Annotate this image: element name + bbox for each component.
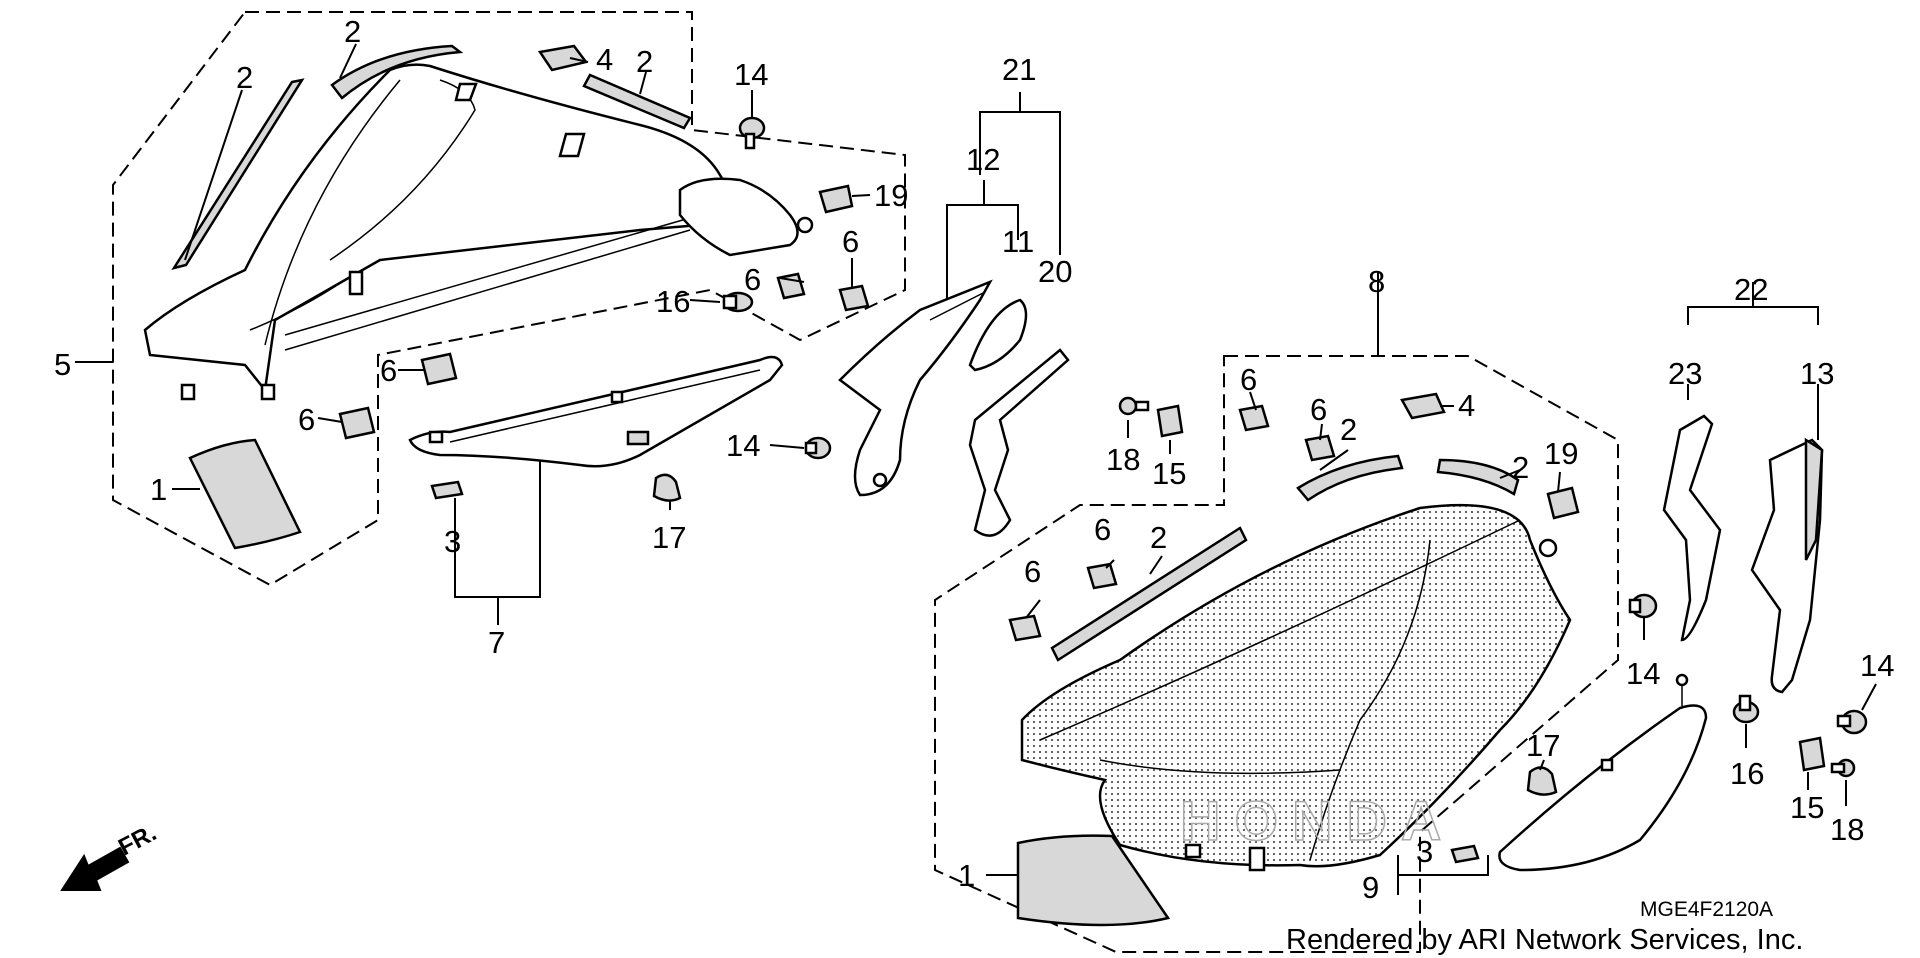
left-cowl-group [75,11,906,587]
clip-17b [1526,766,1558,796]
clip-6d [338,406,376,440]
callout-15: 15 [1152,456,1186,491]
pad-19b [1546,486,1580,520]
molding-strip-right-a [1296,454,1404,502]
callout-6: 6 [1310,392,1327,427]
callout-8: 8 [1368,264,1385,299]
honda-watermark: HONDA [1180,789,1455,852]
nut-15b [1798,736,1826,772]
under-cover-9[interactable] [1498,704,1708,872]
callout-6: 6 [1094,512,1111,547]
callout-14: 14 [726,428,760,463]
callout-20: 20 [1038,254,1072,289]
callout-16: 16 [1730,756,1764,791]
front-arrow: FR. [60,819,161,891]
pad-11 [968,298,1028,372]
clip-6e [1238,404,1270,432]
callout-11: 11 [1002,224,1034,259]
clip-17a [652,473,682,502]
callout-21: 21 [1002,52,1036,87]
callout-3: 3 [444,524,461,559]
callout-6: 6 [298,402,315,437]
callout-2: 2 [1512,450,1529,485]
molding-strip-right-b [1436,458,1520,496]
bolt-14b [804,436,832,460]
grille-clip-4 [537,44,589,72]
diagram-code: MGE4F2120A [1640,898,1773,921]
callout-19: 19 [1544,436,1578,471]
inner-rail-7[interactable] [408,355,784,468]
screw-18b [1830,758,1856,778]
left-cowl-rear-bracket [678,177,799,257]
callout-17: 17 [652,520,686,555]
right-group-outline [934,355,1619,953]
clip-6g [1086,562,1118,590]
credit-line: Rendered by ARI Network Services, Inc. [1286,924,1803,956]
callout-numbers: 5 1 2 2 4 2 14 19 6 6 6 6 16 14 17 3 7 2… [54,14,1894,905]
side-cover-13[interactable] [1750,438,1824,694]
callout-14: 14 [1860,648,1894,683]
bolt-14c [1628,593,1658,619]
pad-1a [188,438,302,550]
callout-13: 13 [1800,356,1834,391]
callout-12: 12 [966,142,1000,177]
callout-6: 6 [1024,554,1041,589]
callout-19: 19 [874,178,908,213]
pad-19a [818,184,854,214]
callout-14: 14 [734,57,768,92]
nut-15a [1156,404,1184,438]
right-cowl-group: HONDA [934,272,1708,953]
molding-strip-left [171,78,305,270]
callout-2: 2 [636,44,653,79]
callout-4: 4 [1458,388,1475,423]
bolt-14a [738,116,766,150]
callout-5: 5 [54,347,71,382]
callout-1: 1 [150,472,167,507]
tab-3a [430,480,464,500]
left-group-outline [112,11,906,587]
callout-9: 9 [1362,870,1379,905]
callout-6: 6 [842,224,859,259]
leader-lines [172,43,1877,876]
callout-2: 2 [1340,412,1357,447]
callout-7: 7 [488,625,505,660]
callout-1: 1 [958,858,975,893]
callout-18: 18 [1830,812,1864,847]
callout-3: 3 [1416,834,1433,869]
callout-18: 18 [1106,442,1140,477]
callout-2: 2 [1150,520,1167,555]
right-cowl-panel[interactable] [1020,503,1572,868]
callout-6: 6 [380,353,397,388]
bracket-20 [968,348,1070,537]
clip-6h [1008,614,1042,642]
callout-4: 4 [596,42,613,77]
callout-15: 15 [1790,790,1824,825]
molding-strip-top [330,44,464,100]
callout-16: 16 [656,284,690,319]
callout-6: 6 [1240,362,1257,397]
clip-6b [838,284,870,312]
clip-6c [420,352,458,386]
middle-brackets-group [838,92,1070,537]
callout-6: 6 [744,262,761,297]
pad-1b [1016,834,1171,927]
callout-17: 17 [1526,728,1560,763]
bracket-23 [1662,414,1722,642]
molding-strip-short [582,73,692,130]
grille-clip-4b [1400,392,1446,420]
screw-16b [1732,694,1760,724]
callout-22: 22 [1734,272,1768,307]
callout-2: 2 [236,60,253,95]
wing-bracket-12[interactable] [838,279,993,497]
screw-16a [722,291,754,313]
tab-3b [1450,844,1480,864]
callout-2: 2 [344,14,361,49]
bolt-14d [1836,709,1868,735]
screw-18a [1118,396,1150,416]
molding-strip-right-long [1050,526,1248,662]
right-brackets-group [1662,282,1868,778]
callout-23: 23 [1668,356,1702,391]
callout-14: 14 [1626,656,1660,691]
